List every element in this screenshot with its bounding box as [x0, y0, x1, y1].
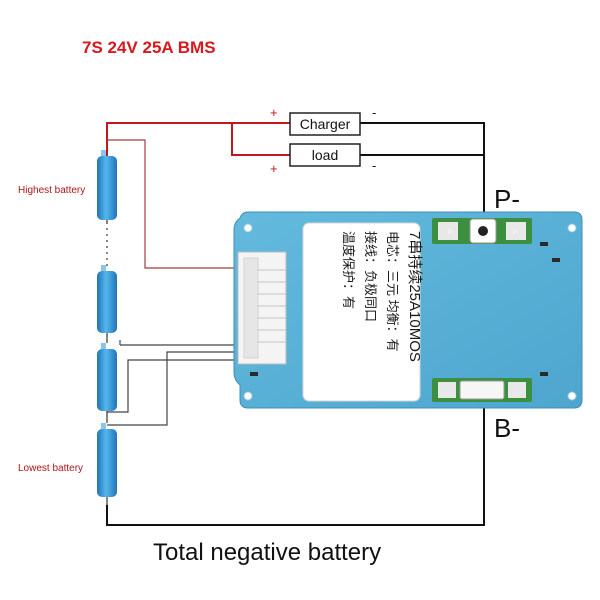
charger-minus-sign: - — [372, 105, 376, 120]
battery-cell-highest — [97, 150, 117, 220]
balance-wires — [107, 139, 240, 426]
load-minus-sign: - — [372, 158, 376, 173]
battery-cell-3 — [97, 343, 117, 411]
sticker-line-2: 电芯：三元 均衡：有 — [385, 231, 400, 352]
spec-sticker: 7串持续25A10MOS 电芯：三元 均衡：有 接线：负极同口 温度保护：有 — [302, 222, 423, 402]
battery-stack — [97, 150, 117, 497]
pad-label-right: P- — [513, 230, 519, 236]
battery-cell-lowest — [97, 423, 117, 497]
charger-label: Charger — [300, 116, 351, 132]
load-label: load — [312, 147, 338, 163]
sticker-line-1: 7串持续25A10MOS — [406, 231, 423, 362]
b-minus-label: B- — [494, 413, 520, 443]
charger-box: Charger + - — [270, 105, 376, 136]
board-components — [250, 242, 560, 376]
battery-cell-2 — [97, 265, 117, 333]
highest-battery-label: Highest battery — [18, 185, 85, 196]
negative-wires — [106, 122, 485, 526]
load-box: load + - — [270, 143, 376, 176]
sticker-line-3: 接线：负极同口 — [363, 231, 378, 322]
bms-board: 7串持续25A10MOS 电芯：三元 均衡：有 接线：负极同口 温度保护：有 P… — [233, 211, 583, 409]
charger-plus-sign: + — [270, 105, 278, 120]
positive-wires — [106, 122, 290, 160]
pad-label-left: P- — [448, 230, 454, 236]
total-negative-caption: Total negative battery — [153, 539, 381, 566]
b-minus-pad — [432, 378, 532, 402]
sticker-line-4: 温度保护：有 — [341, 231, 356, 309]
p-minus-label: P- — [494, 184, 520, 214]
lowest-battery-label: Lowest battery — [18, 463, 83, 474]
load-plus-sign: + — [270, 161, 278, 176]
balance-connector — [237, 251, 287, 365]
p-minus-pad: P- P- — [432, 218, 532, 244]
diagram-title: 7S 24V 25A BMS — [82, 38, 216, 57]
